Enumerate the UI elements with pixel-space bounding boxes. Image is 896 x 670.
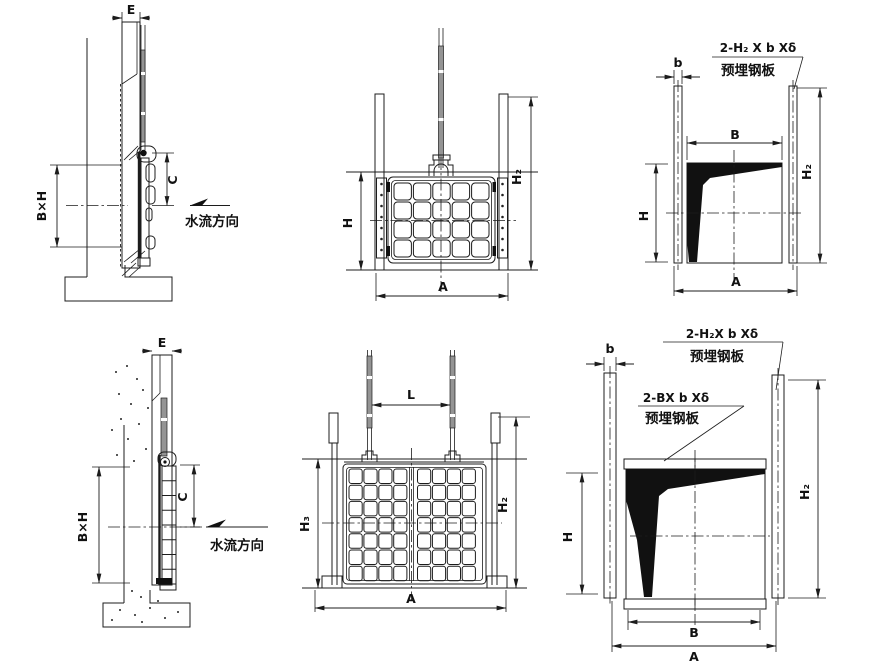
flow-label: 水流方向 (185, 213, 239, 230)
dimension-h2: H₂ (509, 96, 534, 271)
dim-label-h: H (636, 211, 651, 221)
dimension-a: A (314, 590, 507, 612)
stem-rods (366, 350, 456, 460)
stem-brackets (361, 450, 461, 462)
dim-label-a: A (406, 591, 416, 606)
dim-label-e: E (127, 2, 136, 17)
dim-label-a: A (731, 274, 741, 289)
wall-and-frame (86, 12, 141, 277)
dim-label-c: C (175, 492, 190, 501)
dim-label-a: A (438, 279, 448, 294)
wall-and-frame (111, 354, 173, 603)
view-embed-double: b 2-H₂X b Xδ 预埋钢板 2-BX b Xδ 预埋钢板 (560, 327, 826, 664)
foundation (102, 590, 191, 628)
view-side-section-single: E B×H C 水流方向 (34, 2, 239, 302)
dimension-a: A (673, 266, 798, 296)
dim-label-cap-b: B (730, 127, 740, 142)
slab-ribs (162, 480, 176, 570)
embedded-plates (673, 80, 798, 270)
flow-direction: 水流方向 (206, 519, 268, 554)
dimension-h2: H₂ (797, 87, 827, 264)
dim-label-h3: H₃ (297, 516, 312, 532)
dim-label-cap-b: B (689, 625, 699, 640)
gate-grid-left (348, 468, 408, 582)
note2-spec: 2-BX b Xδ (643, 391, 709, 405)
dimension-h: H (560, 472, 598, 595)
note2-name: 预埋钢板 (645, 410, 699, 427)
concrete-stipple-upper (111, 365, 149, 462)
dim-label-e: E (158, 335, 167, 350)
dimension-l: L (371, 387, 451, 408)
note-spec: 2-H₂ X b Xδ (720, 41, 797, 55)
dim-label-l: L (407, 387, 415, 402)
dim-label-b: b (674, 55, 683, 70)
flow-direction: 水流方向 (185, 198, 239, 230)
gate-slab (156, 451, 177, 591)
dim-label-h: H (560, 532, 575, 542)
dimension-e: E (142, 335, 182, 354)
note-embedded-plate-2: 2-BX b Xδ 预埋钢板 (638, 391, 745, 462)
bolt-dots-left (380, 182, 383, 252)
view-front-single: H H₂ A (340, 28, 538, 301)
stem-rod (160, 397, 170, 467)
flow-label: 水流方向 (210, 537, 264, 554)
dimension-bxh: B×H (34, 164, 122, 248)
view-embed-single: b 2-H₂ X b Xδ 预埋钢板 B H (636, 41, 827, 296)
note-embedded-plate: 2-H₂ X b Xδ 预埋钢板 (712, 41, 804, 90)
dim-label-h2: H₂ (799, 164, 814, 180)
gate-slab (123, 145, 157, 267)
dim-label-c: C (165, 175, 180, 184)
dimension-a: A (375, 273, 509, 301)
dimension-bxh: B×H (75, 466, 130, 584)
view-front-double: L H (297, 350, 530, 612)
dim-label-h2: H₂ (495, 497, 510, 513)
stem-rod (140, 25, 146, 150)
seal-wedge (626, 469, 765, 597)
view-side-section-double: E B× (75, 335, 268, 628)
gate-grid (393, 182, 490, 258)
dim-label-a: A (689, 649, 699, 664)
dim-label-h: H (340, 218, 355, 228)
note-embedded-plate-1: 2-H₂X b Xδ 预埋钢板 (663, 327, 784, 391)
dimension-a: A (611, 601, 777, 664)
dimension-cap-b: B (686, 127, 783, 160)
dim-label-h2: H₂ (797, 484, 812, 500)
gate-leaf (376, 176, 508, 264)
opening (625, 468, 766, 600)
dimension-b-small: b (586, 341, 634, 371)
dimension-h: H (340, 171, 364, 271)
concrete-stipple-foundation (111, 590, 179, 623)
dimension-c: C (175, 464, 200, 528)
dimension-h2: H₂ (788, 379, 826, 599)
note1-name: 预埋钢板 (690, 348, 744, 365)
guide-posts (321, 412, 508, 589)
gate-grid-right (417, 468, 476, 582)
dimension-e: E (112, 2, 150, 21)
note1-spec: 2-H₂X b Xδ (686, 327, 758, 341)
dim-label-bxh: B×H (34, 191, 49, 221)
dimension-h: H (636, 163, 668, 263)
dimension-cap-b: B (627, 610, 761, 640)
bolt-dots-right (501, 182, 504, 252)
seal-wedge (687, 163, 782, 262)
dim-label-bxh: B×H (75, 512, 90, 542)
dimension-b-small: b (656, 55, 700, 84)
dimension-h3: H₃ (297, 458, 321, 589)
dim-label-h2: H₂ (509, 169, 524, 185)
dimension-c: C (152, 152, 180, 206)
stem-rod (438, 28, 444, 168)
gate-leaf (342, 461, 487, 585)
note-name: 预埋钢板 (721, 62, 775, 79)
dim-label-b: b (606, 341, 615, 356)
dimension-h2: H₂ (495, 416, 519, 589)
foundation (64, 262, 173, 302)
